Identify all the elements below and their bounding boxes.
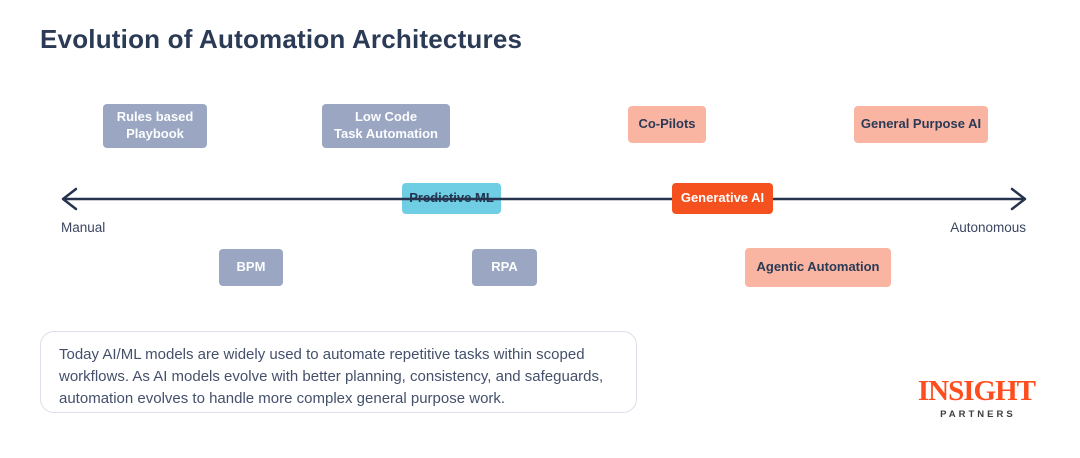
- summary-callout-text: Today AI/ML models are widely used to au…: [59, 346, 604, 407]
- logo-sub-wordmark: PARTNERS: [940, 409, 1016, 420]
- logo-wordmark: INSIGHT: [917, 375, 1036, 407]
- box-rpa: RPA: [472, 249, 537, 286]
- box-co-pilots: Co-Pilots: [628, 106, 706, 143]
- box-bpm: BPM: [219, 249, 283, 286]
- box-generative-ai: Generative AI: [672, 183, 773, 214]
- summary-callout: Today AI/ML models are widely used to au…: [40, 331, 637, 413]
- box-agentic-automation: Agentic Automation: [745, 248, 891, 287]
- page-title: Evolution of Automation Architectures: [40, 24, 523, 54]
- axis-label-manual: Manual: [61, 220, 106, 235]
- timeline-axis-arrow-icon: [61, 187, 1027, 211]
- box-general-purpose-ai: General Purpose AI: [854, 106, 988, 143]
- box-rules-based-playbook: Rules based Playbook: [103, 104, 207, 148]
- insight-partners-logo: INSIGHT PARTNERS: [917, 375, 1036, 421]
- box-low-code-task-automation: Low Code Task Automation: [322, 104, 450, 148]
- axis-label-autonomous: Autonomous: [950, 220, 1026, 235]
